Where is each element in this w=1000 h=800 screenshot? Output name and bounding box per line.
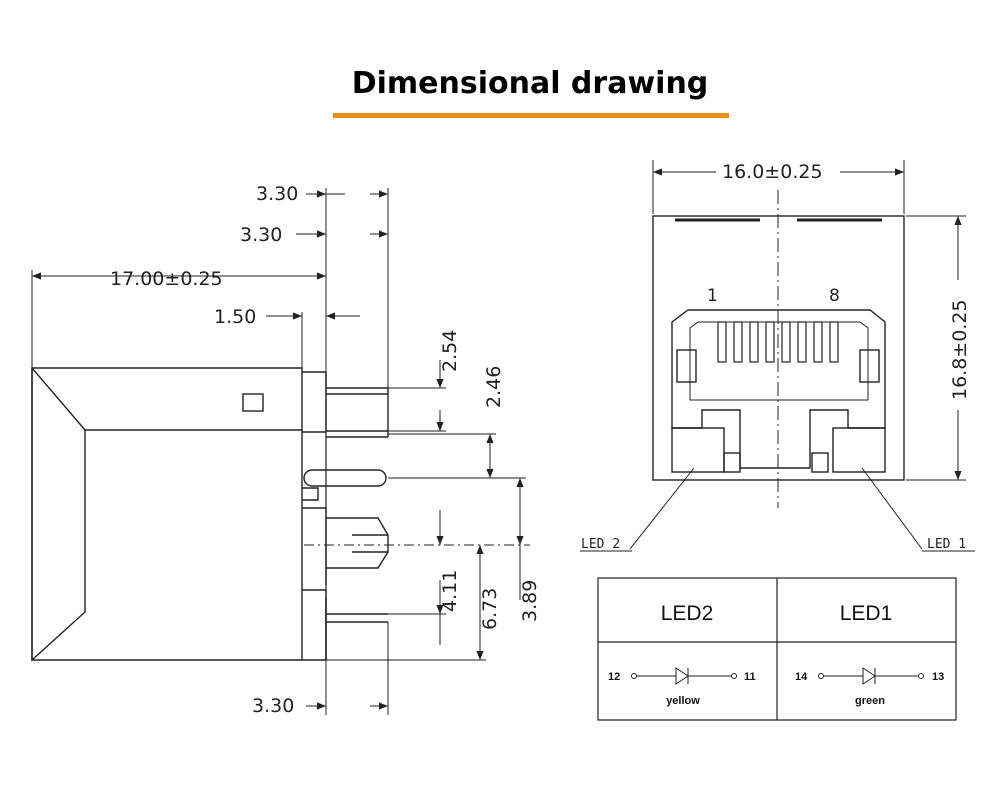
led2-pin-b: 11 (744, 671, 756, 683)
pin-first-label: 1 (707, 286, 718, 306)
side-upper-pins (326, 387, 389, 438)
dim-top-2: 3.30 (240, 224, 282, 246)
front-view (580, 190, 975, 552)
led-left-label: LED 2 (581, 537, 620, 552)
led2-header: LED2 (661, 602, 714, 625)
pin-last-label: 8 (829, 286, 840, 306)
dim-v1: 2.54 (439, 330, 461, 372)
dim-height: 16.8±0.25 (949, 299, 971, 400)
side-body-outline (31, 367, 303, 662)
led2-diode-icon (631, 667, 737, 685)
side-lower-pins (325, 598, 388, 660)
dim-v3: 4.11 (439, 570, 461, 612)
title-underline (333, 113, 729, 118)
dim-v2: 2.46 (483, 366, 505, 408)
led2-window (671, 427, 725, 473)
dim-v5: 3.89 (519, 580, 541, 622)
led1-header: LED1 (840, 602, 893, 625)
led2-color: yellow (666, 695, 700, 707)
front-dimensions (652, 160, 966, 481)
side-window (242, 393, 264, 412)
led1-color: green (855, 695, 885, 707)
led1-pin-b: 13 (932, 671, 944, 683)
led-table (597, 577, 957, 721)
dim-top-1: 3.30 (256, 183, 298, 205)
dim-bottom: 3.30 (252, 695, 294, 717)
drawing-title: Dimensional drawing (351, 66, 709, 101)
led-right-label: LED 1 (927, 537, 966, 552)
side-middle-peg (326, 517, 389, 569)
led1-pin-a: 14 (795, 671, 808, 683)
side-body-bevel (31, 367, 86, 660)
dim-v4: 6.73 (479, 588, 501, 630)
led1-window (832, 427, 886, 473)
led1-diode-icon (818, 667, 924, 685)
side-rear-plate (302, 371, 327, 661)
dim-length: 17.00±0.25 (110, 268, 223, 290)
dim-width: 16.0±0.25 (722, 161, 823, 183)
side-dimensions (31, 188, 526, 715)
side-view (31, 367, 530, 662)
side-locating-post (303, 469, 387, 487)
dim-offset: 1.50 (214, 306, 256, 328)
rj45-contacts (717, 321, 839, 363)
led2-pin-a: 12 (608, 671, 620, 683)
